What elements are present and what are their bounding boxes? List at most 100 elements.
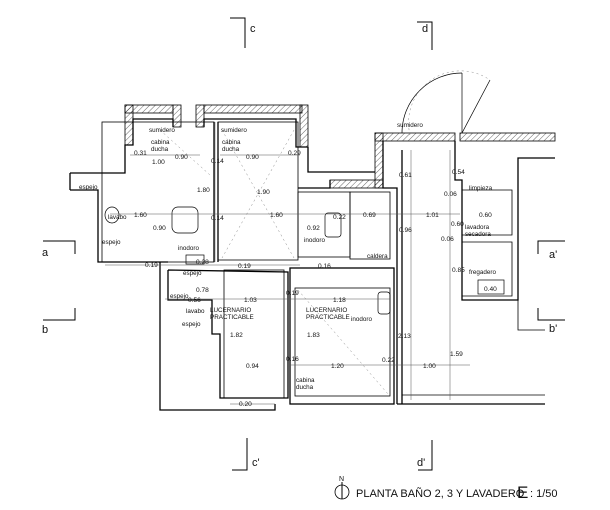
svg-text:0.14: 0.14	[211, 215, 224, 222]
section-marker-b-left: b	[42, 308, 76, 336]
svg-text:1.83: 1.83	[307, 332, 320, 339]
shower-diagonals	[159, 129, 389, 395]
svg-text:0.14: 0.14	[211, 158, 224, 165]
svg-text:espejo: espejo	[170, 293, 189, 300]
section-marker-b-right: b'	[537, 308, 565, 335]
svg-text:ducha: ducha	[151, 146, 169, 153]
svg-text:b': b'	[549, 323, 557, 335]
svg-text:: 1/50: : 1/50	[530, 488, 558, 500]
section-marker-a-left: a	[42, 240, 76, 259]
svg-text:c': c'	[252, 457, 260, 469]
lavabo-2	[185, 254, 205, 265]
svg-text:fregadero: fregadero	[469, 269, 496, 276]
svg-text:espejo: espejo	[182, 321, 201, 328]
svg-text:PRACTICABLE: PRACTICABLE	[210, 314, 254, 321]
svg-text:inodoro: inodoro	[304, 237, 326, 244]
svg-text:0.92: 0.92	[307, 225, 320, 232]
svg-text:0.31: 0.31	[134, 150, 147, 157]
dimension-lines	[105, 122, 470, 405]
svg-text:0.69: 0.69	[363, 212, 376, 219]
svg-text:d: d	[422, 23, 428, 35]
svg-text:0.22: 0.22	[333, 214, 346, 221]
svg-text:b: b	[42, 324, 48, 336]
svg-text:0.78: 0.78	[196, 287, 209, 294]
lavabo-1-basin	[104, 206, 120, 224]
svg-text:0.96: 0.96	[399, 227, 412, 234]
svg-text:LUCERNARIO: LUCERNARIO	[306, 307, 347, 314]
svg-text:a: a	[42, 247, 49, 259]
svg-text:0.16: 0.16	[286, 356, 299, 363]
svg-text:0.90: 0.90	[153, 225, 166, 232]
door-swings	[401, 70, 491, 136]
svg-text:cabina: cabina	[296, 377, 315, 384]
section-marker-c-bottom: c'	[232, 438, 260, 471]
section-marker-a-right: a'	[537, 240, 565, 261]
room-labels: sumidero sumidero sumidero cabina ducha …	[79, 122, 496, 391]
svg-text:1.82: 1.82	[230, 332, 243, 339]
svg-text:1.03: 1.03	[244, 297, 257, 304]
svg-text:1.00: 1.00	[152, 159, 165, 166]
svg-text:sumidero: sumidero	[149, 127, 175, 134]
svg-text:2.13: 2.13	[398, 333, 411, 340]
svg-text:0.54: 0.54	[452, 169, 465, 176]
svg-text:1.00: 1.00	[423, 363, 436, 370]
svg-text:N: N	[339, 476, 344, 483]
svg-text:0.06: 0.06	[441, 236, 454, 243]
svg-text:caldera: caldera	[367, 253, 388, 260]
svg-text:sumidero: sumidero	[397, 122, 423, 129]
svg-text:0.19: 0.19	[145, 262, 158, 269]
svg-text:1.60: 1.60	[134, 212, 147, 219]
svg-text:0.29: 0.29	[288, 150, 301, 157]
svg-text:0.60: 0.60	[479, 212, 492, 219]
inodoro-3	[377, 291, 391, 315]
svg-text:ducha: ducha	[296, 384, 314, 391]
north-arrow-icon: N	[334, 476, 350, 500]
svg-text:0.85: 0.85	[452, 267, 465, 274]
svg-text:limpieza: limpieza	[469, 185, 493, 192]
svg-text:0.61: 0.61	[399, 172, 412, 179]
section-marker-c-top: c	[230, 17, 256, 48]
svg-text:1.59: 1.59	[450, 351, 463, 358]
svg-text:espejo: espejo	[183, 270, 202, 277]
svg-text:PLANTA BAÑO 2, 3 Y LAVADERO: PLANTA BAÑO 2, 3 Y LAVADERO	[356, 487, 525, 500]
fregadero-sink	[477, 279, 505, 295]
svg-text:0.60: 0.60	[451, 221, 464, 228]
svg-text:1.01: 1.01	[426, 212, 439, 219]
svg-text:0.56: 0.56	[188, 297, 201, 304]
svg-text:inodoro: inodoro	[351, 316, 373, 323]
svg-text:1.60: 1.60	[270, 212, 283, 219]
svg-text:0.94: 0.94	[246, 363, 259, 370]
svg-text:lavabo: lavabo	[186, 308, 205, 315]
svg-text:0.22: 0.22	[382, 357, 395, 364]
svg-text:sumidero: sumidero	[221, 127, 247, 134]
inodoro-1	[171, 206, 199, 234]
svg-text:lavabo: lavabo	[108, 214, 127, 221]
svg-text:PRACTICABLE: PRACTICABLE	[306, 314, 350, 321]
section-marker-d-top: d	[417, 21, 433, 50]
svg-text:0.40: 0.40	[484, 286, 497, 293]
svg-text:1.20: 1.20	[331, 363, 344, 370]
svg-text:0.06: 0.06	[444, 191, 457, 198]
svg-text:LUCERNARIO: LUCERNARIO	[210, 307, 251, 314]
svg-text:cabina: cabina	[222, 139, 241, 146]
svg-text:d': d'	[417, 457, 425, 469]
fixtures	[104, 206, 505, 315]
svg-text:0.90: 0.90	[246, 154, 259, 161]
svg-text:0.16: 0.16	[318, 263, 331, 270]
svg-text:inodoro: inodoro	[178, 245, 200, 252]
svg-text:0.19: 0.19	[238, 263, 251, 270]
inodoro-2	[324, 212, 342, 238]
svg-text:a': a'	[549, 249, 557, 261]
svg-text:1.18: 1.18	[333, 297, 346, 304]
svg-text:cabina: cabina	[151, 139, 170, 146]
svg-text:espejo: espejo	[79, 184, 98, 191]
svg-text:lavadora: lavadora	[465, 224, 490, 231]
plan-title: N PLANTA BAÑO 2, 3 Y LAVADERO E : 1/50	[334, 476, 558, 502]
wall-hatching	[124, 104, 556, 189]
section-marker-d-bottom: d'	[417, 440, 433, 471]
svg-text:0.20: 0.20	[239, 401, 252, 408]
svg-text:0.19: 0.19	[286, 290, 299, 297]
svg-text:1.80: 1.80	[197, 187, 210, 194]
svg-text:1.90: 1.90	[257, 189, 270, 196]
